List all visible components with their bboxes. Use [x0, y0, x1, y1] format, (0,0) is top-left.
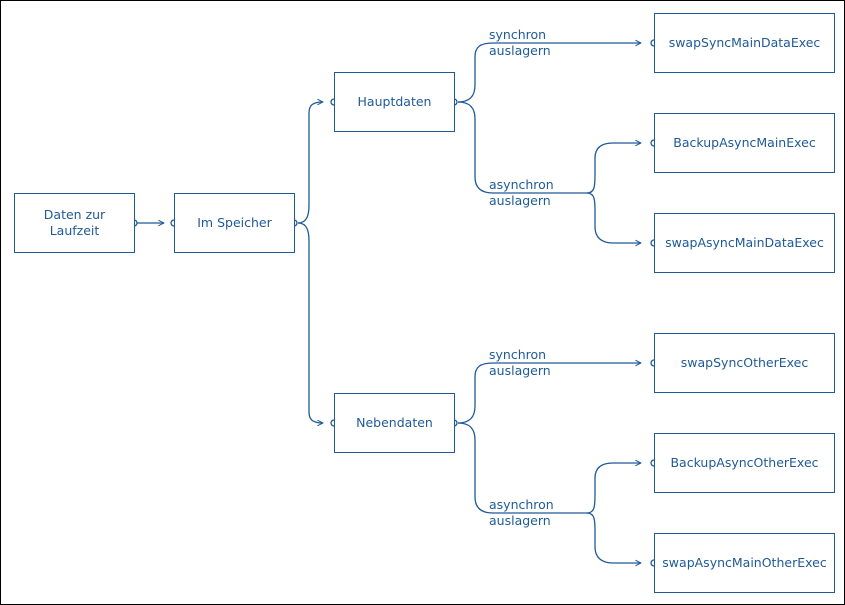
node-swap-async-main-other[interactable]: swapAsyncMainOtherExec — [654, 533, 835, 593]
node-main-data-label: Hauptdaten — [357, 94, 432, 109]
node-swap-async-main[interactable]: swapAsyncMainDataExec — [654, 213, 835, 273]
node-runtime-data[interactable]: Daten zur Laufzeit — [14, 193, 135, 253]
edge-label-main-sync-line1: synchron — [489, 27, 547, 42]
node-swap-sync-other-label: swapSyncOtherExec — [680, 355, 809, 370]
node-swap-sync-other[interactable]: swapSyncOtherExec — [654, 333, 835, 393]
node-backup-async-other-label: BackupAsyncOtherExec — [670, 455, 819, 470]
node-other-data[interactable]: Nebendaten — [334, 393, 455, 453]
edge-label-other-async-line1: asynchron — [489, 497, 554, 512]
edge-other-to-sync — [457, 363, 641, 424]
edge-memory-to-other — [297, 222, 323, 423]
node-backup-async-other[interactable]: BackupAsyncOtherExec — [654, 433, 835, 493]
node-swap-async-main-label: swapAsyncMainDataExec — [665, 235, 824, 250]
edge-main-to-async — [457, 101, 587, 194]
edge-label-other-sync-line2: auslagern — [489, 363, 551, 378]
node-backup-async-main-label: BackupAsyncMainExec — [673, 135, 816, 150]
node-main-data[interactable]: Hauptdaten — [334, 72, 455, 132]
edge-async-to-backup-main — [586, 143, 641, 194]
edge-label-main-async-line1: asynchron — [489, 177, 554, 192]
node-swap-sync-main[interactable]: swapSyncMainDataExec — [654, 13, 835, 73]
node-backup-async-main[interactable]: BackupAsyncMainExec — [654, 113, 835, 173]
edge-label-other-async-line2: auslagern — [489, 513, 551, 528]
edge-label-main-async-line2: auslagern — [489, 193, 551, 208]
node-runtime-data-label: Daten zur Laufzeit — [43, 207, 106, 238]
node-in-memory[interactable]: Im Speicher — [174, 193, 295, 253]
edge-label-other-sync-line1: synchron — [489, 347, 547, 362]
edge-memory-to-main — [297, 102, 323, 224]
edge-label-main-sync-line2: auslagern — [489, 43, 551, 58]
edge-async-to-swap-main-other — [586, 512, 641, 563]
node-swap-sync-main-label: swapSyncMainDataExec — [668, 35, 821, 50]
node-swap-async-main-other-label: swapAsyncMainOtherExec — [662, 555, 827, 570]
edge-main-to-sync — [457, 43, 641, 103]
edge-other-to-async — [457, 422, 587, 514]
node-in-memory-label: Im Speicher — [197, 215, 272, 230]
edge-async-to-swap-main — [586, 192, 641, 243]
edge-async-to-backup-other — [586, 463, 641, 514]
node-other-data-label: Nebendaten — [356, 415, 433, 430]
